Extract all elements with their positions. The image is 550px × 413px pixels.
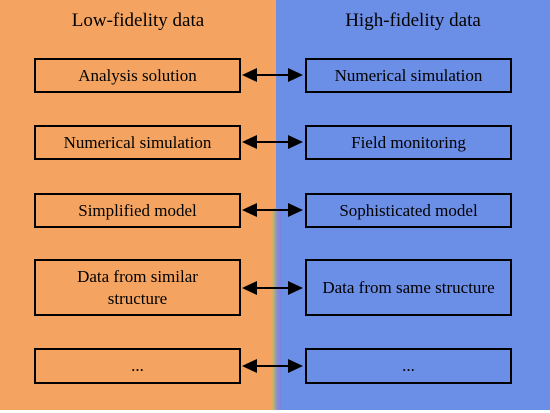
- high-fidelity-box-numerical-simulation: Numerical simulation: [305, 58, 512, 93]
- panel-seam: [271, 208, 281, 410]
- low-fidelity-box-simplified-model: Simplified model: [34, 193, 241, 228]
- low-fidelity-title: Low-fidelity data: [71, 10, 205, 31]
- high-fidelity-box-same-structure: Data from same structure: [305, 259, 512, 316]
- low-fidelity-panel: Low-fidelity data: [0, 0, 276, 410]
- high-fidelity-title: High-fidelity data: [345, 10, 481, 31]
- low-fidelity-box-analysis-solution: Analysis solution: [34, 58, 241, 93]
- high-fidelity-box-field-monitoring: Field monitoring: [305, 125, 512, 160]
- low-fidelity-box-similar-structure: Data from similar structure: [34, 259, 241, 316]
- low-fidelity-box-ellipsis: ...: [34, 348, 241, 384]
- high-fidelity-panel: High-fidelity data: [276, 0, 550, 410]
- low-fidelity-box-numerical-simulation: Numerical simulation: [34, 125, 241, 160]
- high-fidelity-box-sophisticated-model: Sophisticated model: [305, 193, 512, 228]
- high-fidelity-box-ellipsis: ...: [305, 348, 512, 384]
